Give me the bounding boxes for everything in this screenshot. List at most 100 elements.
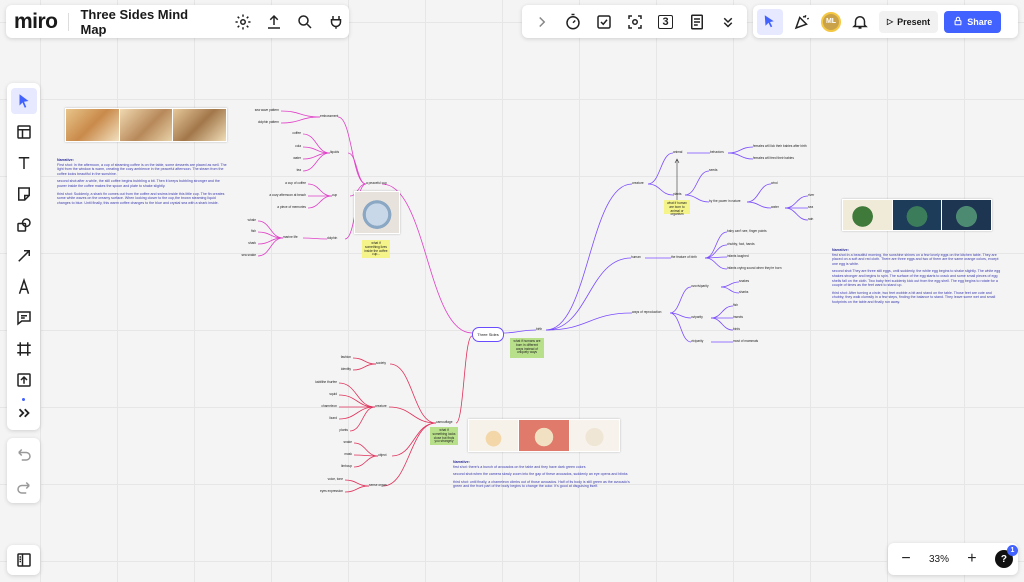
leaf-cup[interactable]: a cup of coffee — [285, 181, 306, 185]
redo-icon[interactable] — [11, 474, 37, 500]
leaf-creature[interactable]: squid — [329, 392, 337, 396]
coffee-storyboard-images[interactable] — [65, 108, 227, 142]
cursor-tracking-icon[interactable] — [757, 8, 783, 35]
node-behaviors[interactable]: behaviors — [710, 150, 724, 154]
node-wind[interactable]: wind — [771, 181, 778, 185]
zoom-out-button[interactable]: − — [893, 546, 919, 572]
voting-icon[interactable] — [591, 9, 617, 35]
node-camouflage[interactable]: camouflage — [436, 420, 453, 424]
leaf-creature[interactable]: lizard — [329, 416, 337, 420]
leaf-behavior[interactable]: females will feed their babies — [753, 156, 794, 160]
node-creature[interactable]: creature — [375, 404, 387, 408]
leaf-ovo[interactable]: sharks — [739, 290, 749, 294]
node-sense-organ[interactable]: sense organ — [369, 483, 387, 487]
node-birth[interactable]: birth — [536, 327, 543, 331]
frames-count-icon[interactable]: 3 — [653, 9, 679, 35]
leaf-behavior[interactable]: females will lick their babies after bir… — [753, 144, 807, 148]
leaf-creature[interactable]: kabilthe thurfee — [315, 380, 337, 384]
apps-plug-icon[interactable] — [323, 9, 349, 35]
user-avatar[interactable]: ML — [821, 11, 841, 32]
collapse-chevron-icon[interactable] — [529, 9, 555, 35]
reactions-party-icon[interactable] — [789, 9, 815, 35]
node-object[interactable]: object — [378, 453, 387, 457]
node-birth-features[interactable]: the feature of birth — [671, 255, 697, 259]
node-animal[interactable]: animal — [673, 150, 683, 154]
sidebar-panel-icon[interactable] — [11, 547, 37, 573]
leaf-oviparity[interactable]: fish — [733, 303, 738, 307]
node-marine-life[interactable]: marine life — [283, 235, 298, 239]
leaf-feature[interactable]: infants crying sound when they're born — [727, 266, 782, 270]
leaf-liquid[interactable]: tea — [296, 168, 301, 172]
zoom-level[interactable]: 33% — [928, 553, 949, 565]
node-ovoviviparity[interactable]: ovoviviparity — [691, 284, 709, 288]
leaf-object[interactable]: mask — [344, 452, 352, 456]
comment-icon[interactable] — [11, 305, 37, 331]
egg-narrative[interactable]: Narrative: first shot:In a beautiful mor… — [832, 248, 1002, 308]
central-topic-node[interactable]: Three Sides — [472, 327, 504, 342]
connection-line-icon[interactable] — [11, 243, 37, 269]
coffee-narrative[interactable]: Narrative: First shot: In the afternoon,… — [57, 158, 229, 208]
more-tools-icon[interactable] — [11, 400, 37, 426]
node-dolphin[interactable]: dolphin — [327, 236, 338, 240]
leaf-water[interactable]: rain — [808, 217, 814, 221]
upload-icon[interactable] — [11, 367, 37, 393]
leaf-society[interactable]: identity — [340, 367, 351, 371]
leaf-cup[interactable]: a cozy afternoon at beach — [269, 193, 306, 197]
undo-icon[interactable] — [11, 441, 37, 467]
node-cup[interactable]: cup — [332, 193, 338, 197]
birth-sticky-note[interactable]: what if humans are born in different way… — [510, 338, 544, 358]
leaf-object[interactable]: limbcup — [341, 464, 352, 468]
camouflage-sticky-note[interactable]: what if something looks close but finds … — [430, 427, 458, 445]
leaf-feature[interactable]: baby can't see, finger points — [727, 229, 767, 233]
text-tool-icon[interactable] — [11, 150, 37, 176]
search-icon[interactable] — [292, 9, 318, 35]
frame-icon[interactable] — [11, 336, 37, 362]
leaf-liquid[interactable]: coffee — [292, 131, 301, 135]
node-society[interactable]: society — [376, 361, 386, 365]
avocado-storyboard-images[interactable] — [468, 419, 620, 452]
miro-logo[interactable]: miro — [14, 9, 58, 33]
avocado-narrative[interactable]: Narrative: first shot: there's a bunch o… — [453, 460, 631, 492]
leaf-cup[interactable]: a piece of memories — [277, 205, 306, 209]
leaf-embossment[interactable]: sea wave pattern — [254, 108, 279, 112]
notes-document-icon[interactable] — [684, 9, 710, 35]
templates-icon[interactable] — [11, 119, 37, 145]
node-peaceful-cup[interactable]: a peaceful cup — [366, 181, 387, 185]
node-right-creature[interactable]: creature — [632, 181, 644, 185]
leaf-ovo[interactable]: snakes — [739, 279, 750, 283]
upload-export-icon[interactable] — [261, 9, 287, 35]
shapes-icon[interactable] — [11, 212, 37, 238]
node-oviparity[interactable]: oviparity — [691, 315, 703, 319]
more-chevrons-icon[interactable] — [715, 9, 741, 35]
node-seeds[interactable]: seeds — [709, 168, 718, 172]
cup-photo[interactable] — [354, 191, 400, 234]
node-embossment[interactable]: embossment — [320, 114, 339, 118]
node-plants[interactable]: plants — [673, 192, 682, 196]
leaf-embossment[interactable]: dolphin pattern — [257, 120, 279, 124]
focus-frame-icon[interactable] — [622, 9, 648, 35]
leaf-liquid[interactable]: cola — [295, 144, 301, 148]
leaf-creature[interactable]: plants — [339, 428, 348, 432]
leaf-creature[interactable]: chameleon — [321, 404, 337, 408]
help-button[interactable]: ? 1 — [994, 545, 1018, 568]
node-liquids[interactable]: liquids — [330, 150, 340, 154]
leaf-feature[interactable]: infants laughed — [727, 254, 749, 258]
node-human[interactable]: human — [631, 255, 641, 259]
leaf-society[interactable]: fashion — [340, 355, 351, 359]
node-viviparity[interactable]: viviparity — [691, 339, 704, 343]
sticky-note-icon[interactable] — [11, 181, 37, 207]
leaf-oviparity[interactable]: birds — [733, 327, 740, 331]
timer-icon[interactable] — [560, 9, 586, 35]
node-power-nature[interactable]: by the power in nature — [709, 199, 741, 203]
leaf-marine[interactable]: shark — [248, 241, 256, 245]
node-reproduction[interactable]: ways of reproduction — [632, 310, 662, 314]
leaf-sense[interactable]: eyes expression — [319, 489, 343, 493]
notifications-bell-icon[interactable] — [847, 9, 873, 35]
leaf-water[interactable]: sea — [808, 205, 814, 209]
leaf-marine[interactable]: fish — [251, 229, 256, 233]
egg-storyboard-images[interactable] — [842, 199, 992, 231]
leaf-sense[interactable]: voice, tone — [327, 477, 343, 481]
cup-sticky-note[interactable]: what if something lives inside the coffe… — [362, 240, 390, 258]
present-button[interactable]: ▷ Present — [879, 10, 939, 33]
